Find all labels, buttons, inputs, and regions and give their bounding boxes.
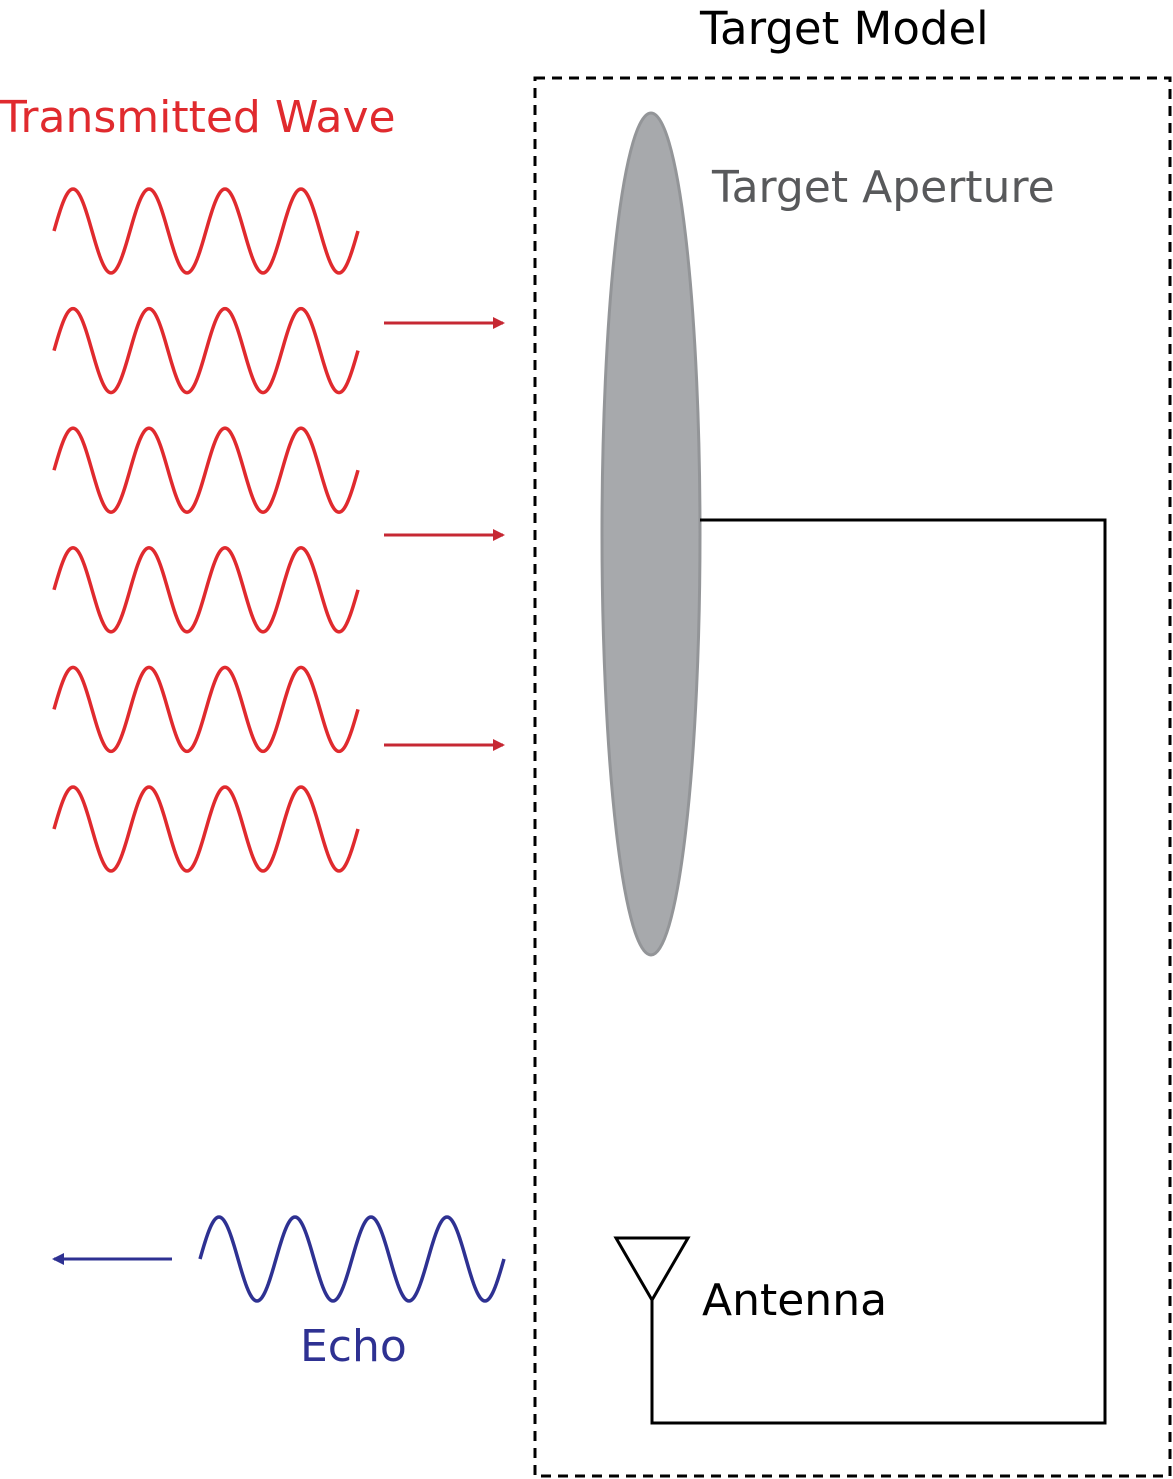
antenna-icon	[613, 1236, 691, 1303]
target-model-boundary	[533, 76, 1172, 1478]
echo-label: Echo	[300, 1321, 407, 1372]
antenna-label: Antenna	[702, 1275, 888, 1326]
incoming-arrow-group	[384, 317, 505, 751]
transmitted-wave-row	[52, 665, 360, 754]
transmitted-wave-group	[52, 187, 360, 873]
transmitted-wave-row	[52, 306, 360, 395]
transmitted-wave-row	[52, 426, 360, 514]
echo-wave	[198, 1215, 506, 1303]
transmitted-wave-row	[52, 546, 360, 634]
transmitted-wave-row	[52, 187, 360, 275]
transmitted-wave-row	[52, 785, 360, 873]
transmitted-wave-label: Transmitted Wave	[0, 92, 396, 143]
feed-line	[650, 518, 1107, 1425]
target-aperture-label: Target Aperture	[712, 162, 1055, 213]
diagram-title: Target Model	[700, 2, 989, 55]
target-aperture-ellipse	[600, 111, 702, 957]
